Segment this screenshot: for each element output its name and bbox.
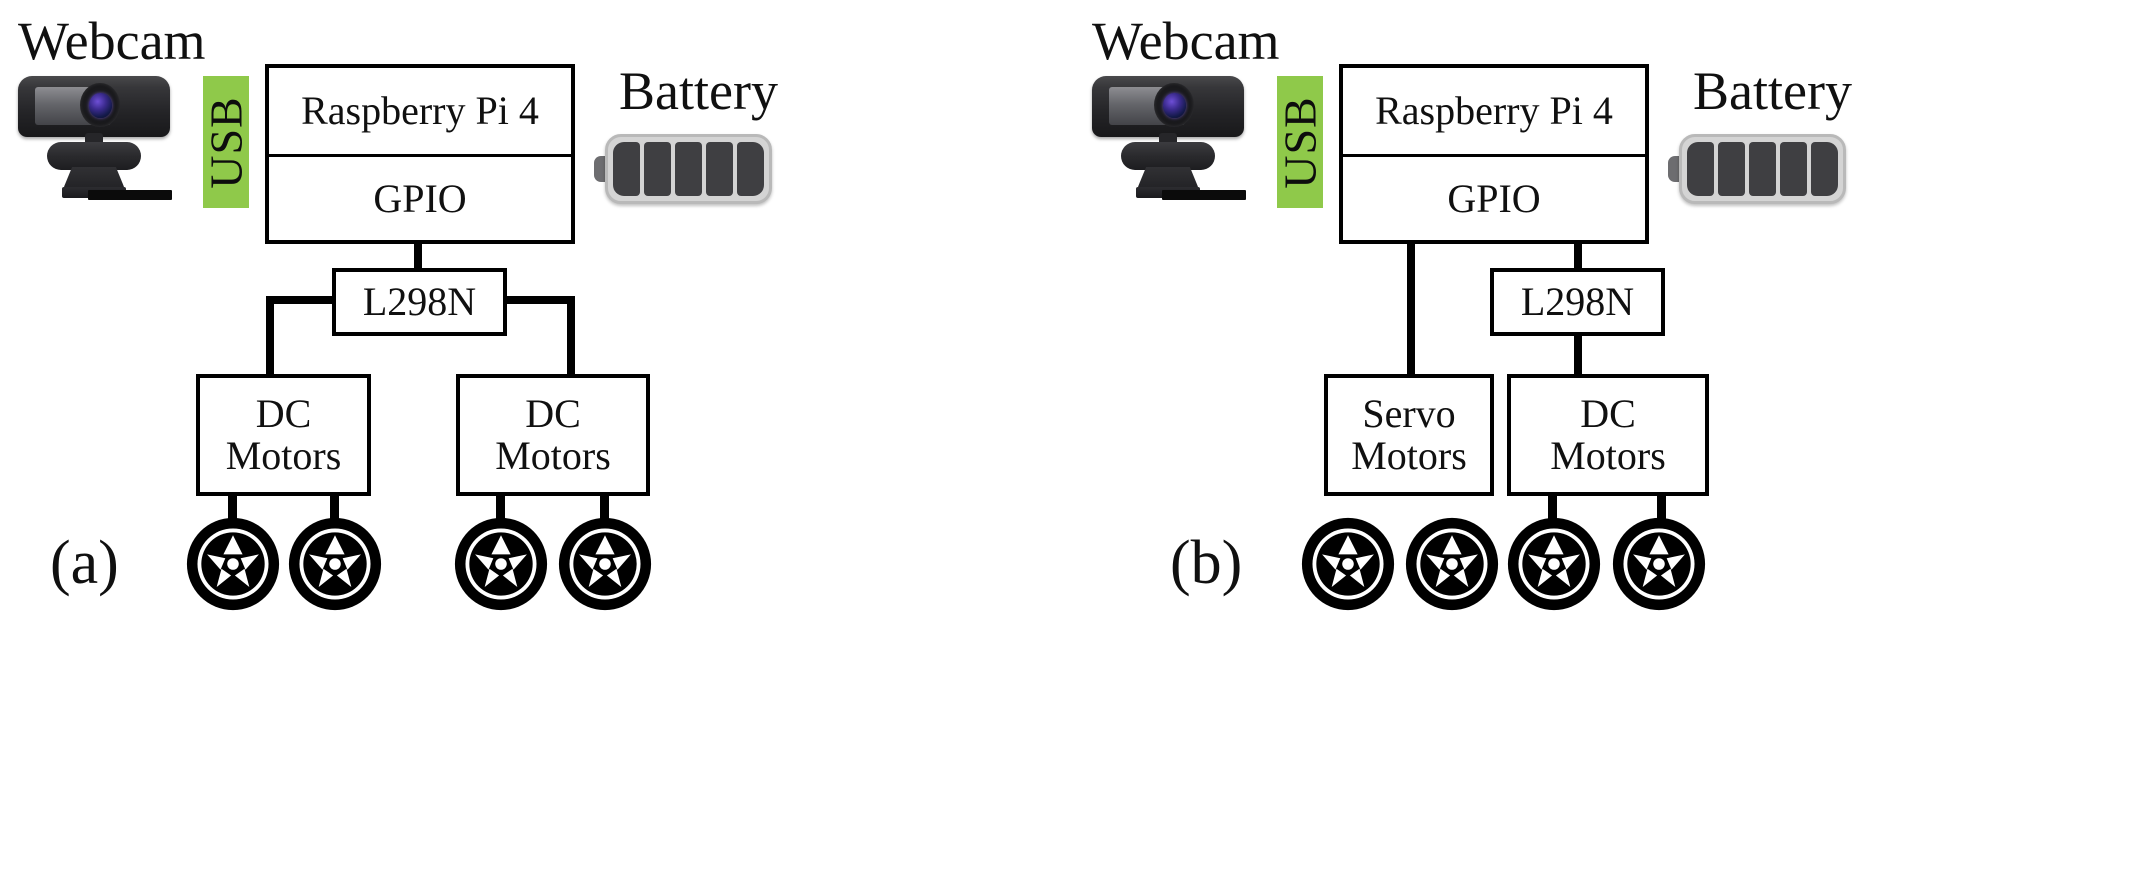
webcam-hinge [46, 142, 142, 170]
dc-motors-box-b: DC Motors [1507, 374, 1709, 496]
wheel-b-2 [1404, 516, 1500, 612]
battery-cell [736, 142, 764, 196]
wheel-a-4 [557, 516, 653, 612]
battery-shell [604, 134, 772, 204]
webcam-stand-top [1137, 167, 1199, 188]
l298n-label-a: L298N [362, 279, 477, 324]
l298n-label-b: L298N [1520, 279, 1635, 324]
battery-cell [1779, 142, 1807, 196]
panel-a: Webcam USB Raspberry Pi 4 [18, 11, 778, 612]
webcam-cable-a [88, 190, 172, 200]
l298n-box-b: L298N [1490, 268, 1665, 336]
gpio-label-a: GPIO [373, 175, 467, 221]
wire-l298n-right-vertical-a [567, 296, 575, 376]
wheel-a-3 [453, 516, 549, 612]
wire-l298n-left-vertical-a [266, 296, 274, 376]
wheel-b-4 [1611, 516, 1707, 612]
battery-cell [705, 142, 733, 196]
battery-cell [1686, 142, 1714, 196]
gpio-section-a: GPIO [269, 157, 571, 240]
battery-cell [1810, 142, 1838, 196]
servo-motors-label-b: Servo Motors [1351, 391, 1467, 478]
usb-tag-a: USB [203, 76, 249, 208]
webcam-label-a: Webcam [18, 11, 206, 71]
dc-motors-label-a-left: DC Motors [225, 391, 342, 478]
wire-axle-a4 [600, 496, 609, 520]
wire-axle-b3 [1548, 496, 1557, 520]
dc-motors-box-a-left: DC Motors [196, 374, 371, 496]
webcam-icon-b [1092, 76, 1244, 206]
webcam-body [1092, 76, 1244, 138]
battery-cell [1717, 142, 1745, 196]
wire-gpio-to-l298n-b [1574, 244, 1582, 268]
wire-axle-a2 [330, 496, 339, 520]
battery-icon-b [1668, 134, 1846, 204]
battery-cell [643, 142, 671, 196]
raspberry-pi-top-a: Raspberry Pi 4 [269, 68, 571, 154]
battery-shell [1678, 134, 1846, 204]
panel-a-caption: (a) [50, 529, 119, 597]
battery-cell [1748, 142, 1776, 196]
usb-label-a: USB [203, 95, 249, 189]
wire-axle-b4 [1657, 496, 1666, 520]
battery-icon-a [594, 134, 772, 204]
l298n-box-a: L298N [332, 268, 507, 336]
raspberry-pi-box-a: Raspberry Pi 4 GPIO [265, 64, 575, 244]
webcam-lens-ring [80, 83, 120, 128]
webcam-cable-b [1162, 190, 1246, 200]
raspberry-pi-label-a: Raspberry Pi 4 [301, 88, 539, 133]
webcam-lens-ring [1154, 83, 1194, 128]
usb-tag-b: USB [1277, 76, 1323, 208]
dc-motors-label-a-right: DC Motors [495, 391, 611, 478]
webcam-lens [89, 93, 112, 118]
wire-l298n-left-horizontal-a [266, 296, 336, 304]
raspberry-pi-box-b: Raspberry Pi 4 GPIO [1339, 64, 1649, 244]
battery-label-a: Battery [619, 61, 778, 121]
wire-gpio-to-servo-b [1407, 244, 1415, 378]
servo-motors-box-b: Servo Motors [1324, 374, 1494, 496]
dc-motors-box-a-right: DC Motors [456, 374, 650, 496]
battery-cell [674, 142, 702, 196]
webcam-lens [1163, 93, 1186, 118]
wheel-a-1 [185, 516, 281, 612]
raspberry-pi-divider-a [269, 154, 571, 157]
webcam-hinge [1120, 142, 1216, 170]
panel-b-caption: (b) [1170, 529, 1243, 597]
dc-motors-label-b: DC Motors [1550, 391, 1666, 478]
battery-cell [612, 142, 640, 196]
webcam-stand-top [63, 167, 125, 188]
wire-l298n-to-dc-b [1574, 336, 1582, 378]
wire-gpio-to-l298n-a [414, 244, 422, 268]
webcam-body [18, 76, 170, 138]
wire-axle-a3 [496, 496, 505, 520]
usb-label-b: USB [1277, 95, 1323, 189]
raspberry-pi-label-b: Raspberry Pi 4 [1375, 88, 1613, 133]
raspberry-pi-top-b: Raspberry Pi 4 [1343, 68, 1645, 154]
raspberry-pi-divider-b [1343, 154, 1645, 157]
wheel-b-1 [1300, 516, 1396, 612]
wire-axle-a1 [228, 496, 237, 520]
gpio-section-b: GPIO [1343, 157, 1645, 240]
wire-l298n-right-horizontal-a [503, 296, 575, 304]
battery-label-b: Battery [1693, 61, 1852, 121]
webcam-label-b: Webcam [1092, 11, 1280, 71]
webcam-icon-a [18, 76, 170, 206]
gpio-label-b: GPIO [1447, 175, 1541, 221]
panel-b: Webcam USB Raspberry Pi 4 [1074, 0, 2148, 881]
wheel-b-3 [1506, 516, 1602, 612]
wheel-a-2 [287, 516, 383, 612]
